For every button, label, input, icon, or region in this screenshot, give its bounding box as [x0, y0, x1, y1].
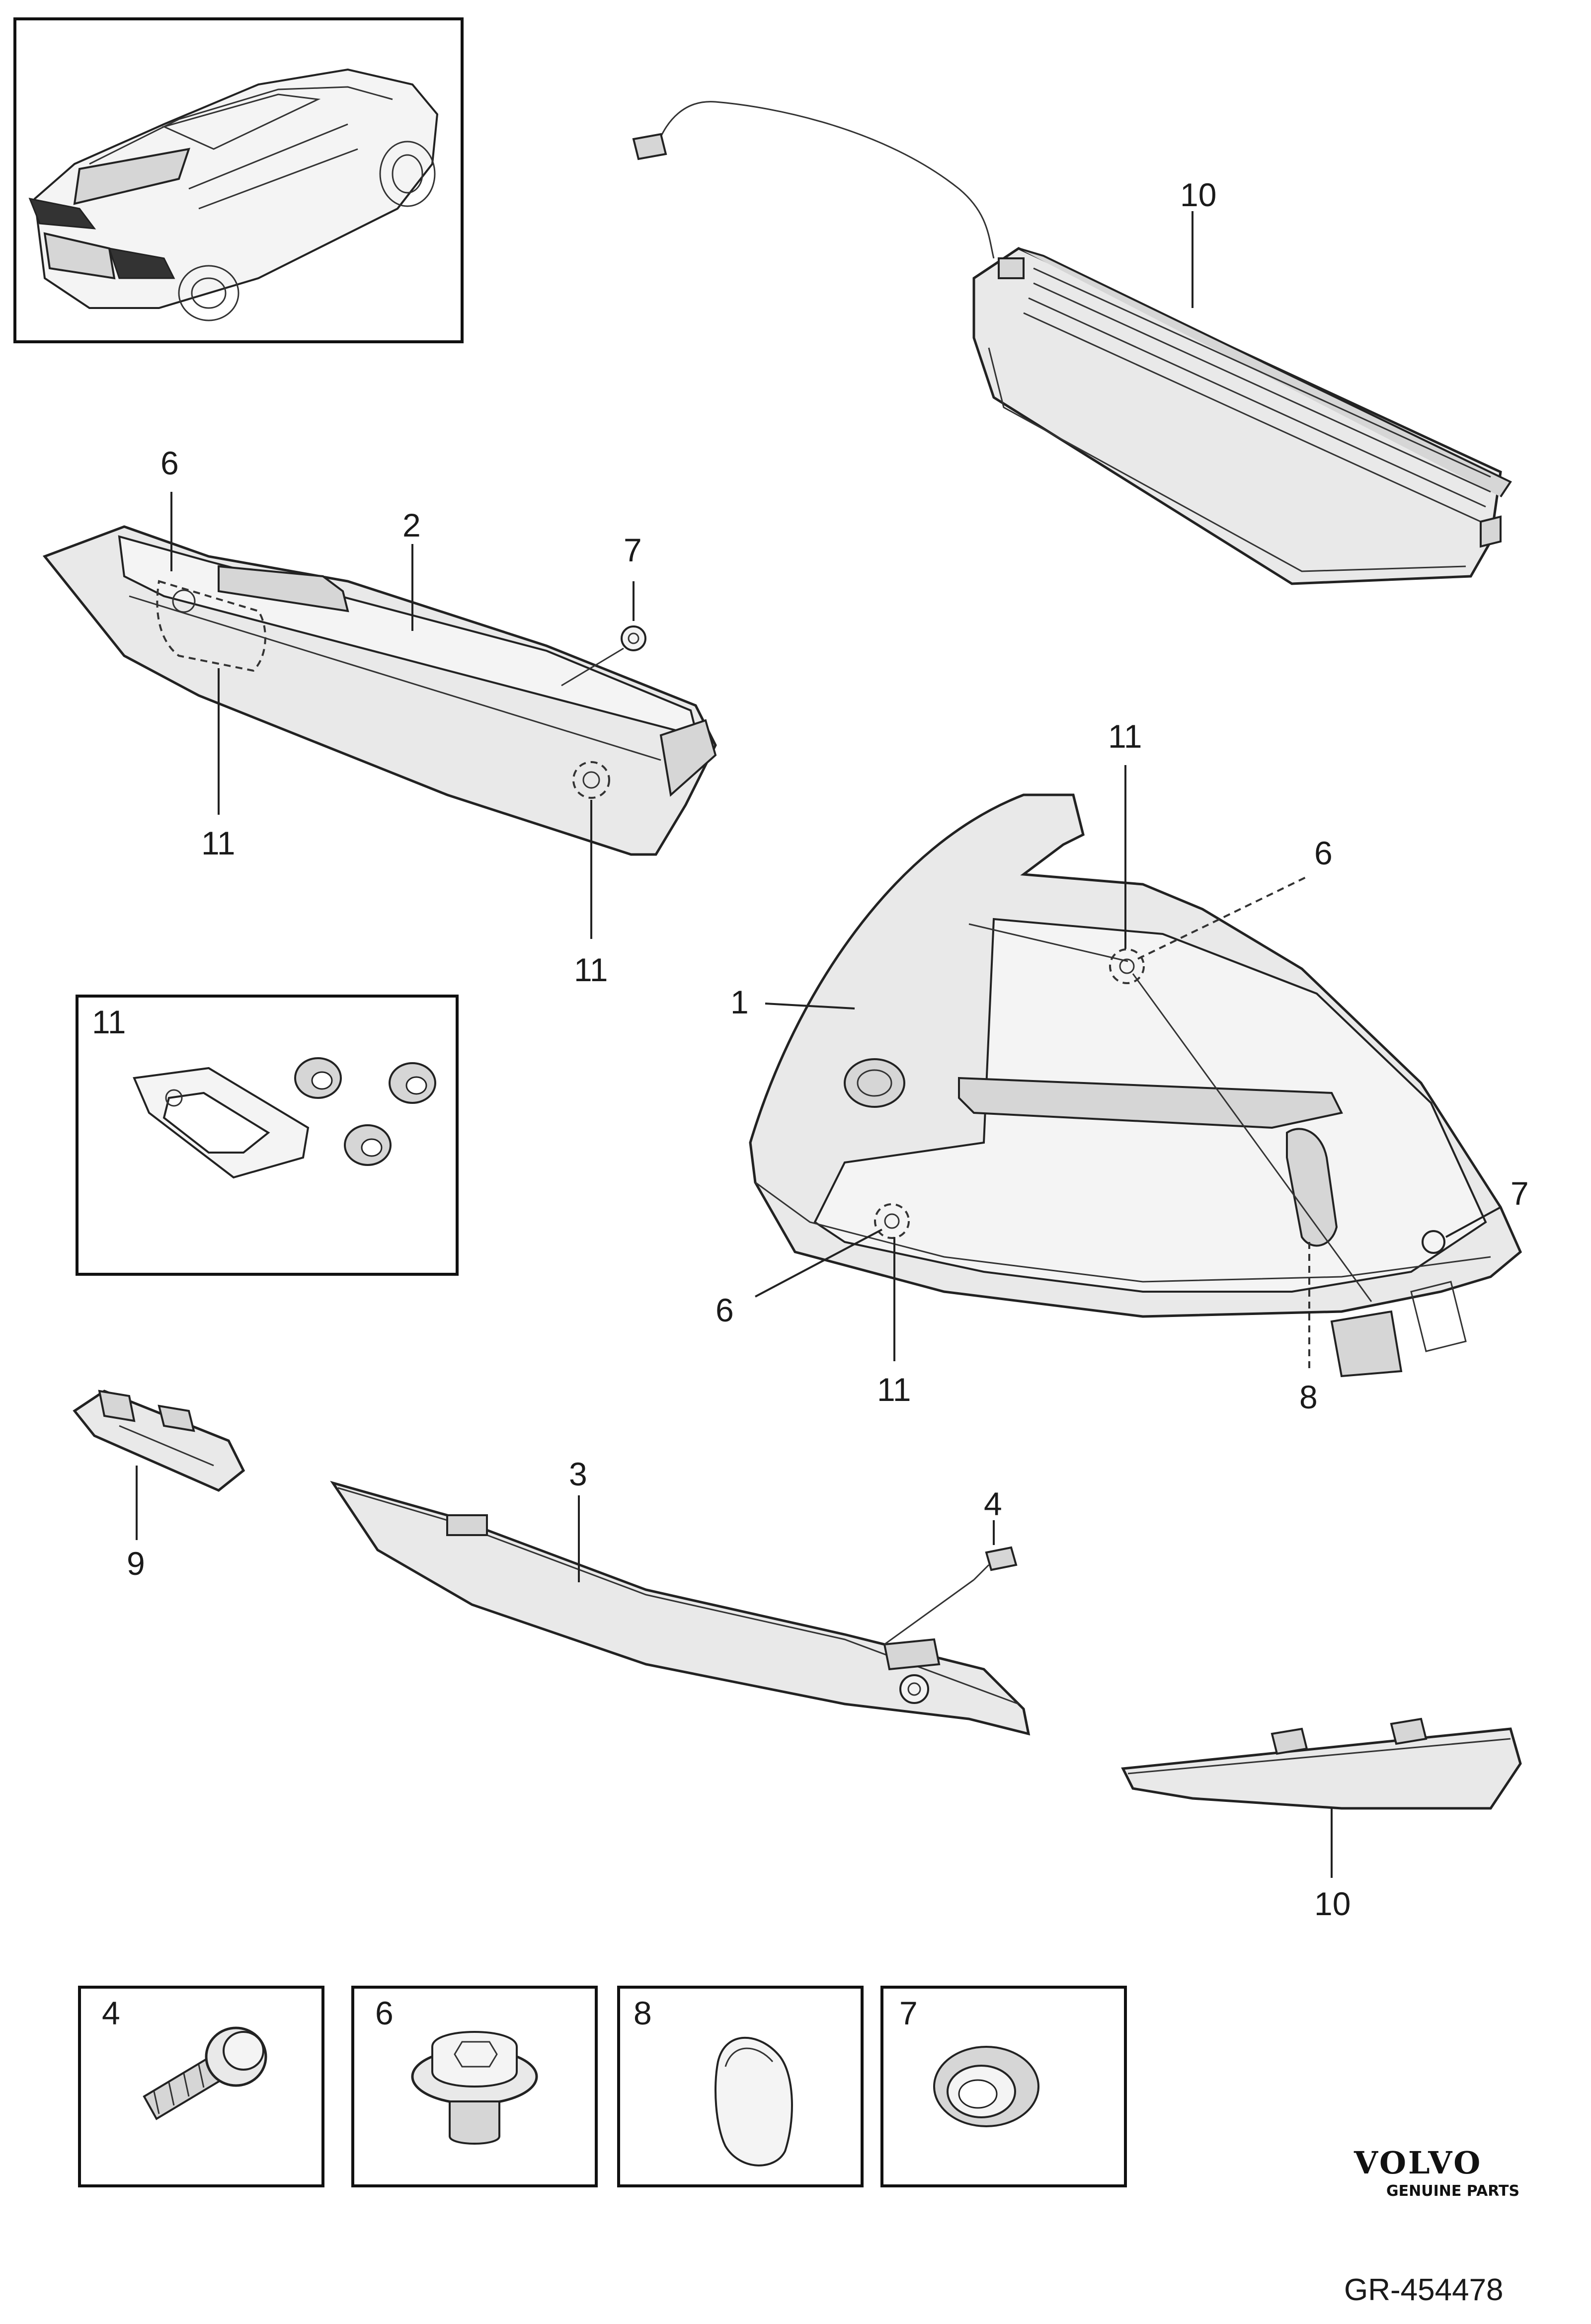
lamp-seal-marker: [572, 761, 610, 799]
screw-callout-4: [973, 1546, 1018, 1581]
callout-4: 4: [984, 1485, 1002, 1522]
callout-7-right: 7: [1511, 1175, 1529, 1212]
seal-ring-1: [294, 1057, 342, 1099]
callout-10-bottom: 10: [1314, 1885, 1351, 1922]
seal-ring-2: [389, 1062, 436, 1104]
seal-kit-label: 11: [92, 1004, 126, 1040]
callout-11-right-bottom: 11: [877, 1371, 911, 1408]
callout-8: 8: [1299, 1379, 1318, 1415]
seal-ring-3: [344, 1124, 392, 1166]
brand-subtitle: GENUINE PARTS: [1386, 2182, 1519, 2200]
callout-11-left-b: 11: [574, 951, 608, 988]
high-mount-brake-light: [632, 101, 1512, 585]
pad-detail-label: 8: [634, 1995, 652, 2031]
callout-6-right-top: 6: [1314, 835, 1333, 871]
callout-3: 3: [569, 1456, 587, 1492]
callout-10-top: 10: [1180, 176, 1216, 213]
lamp-seal-marker-lower: [874, 1203, 910, 1239]
tail-lamp-inner: [42, 525, 717, 856]
grommet-detail: [880, 1986, 1127, 2187]
callout-11-right-top: 11: [1108, 718, 1142, 755]
tail-lamp-outer: [749, 793, 1522, 1378]
screw-detail-label: 4: [102, 1995, 120, 2031]
car-illustration: [28, 68, 439, 321]
bolt-detail-label: 6: [375, 1995, 394, 2031]
side-reflector: [1121, 1717, 1522, 1810]
bolt-detail: [351, 1986, 598, 2187]
vehicle-locator-thumbnail: [13, 17, 464, 343]
brand-logo: VOLVO: [1353, 2145, 1482, 2181]
diagram-reference: GR-454478: [1344, 2273, 1504, 2307]
lamp-seal-marker-upper: [1109, 948, 1145, 984]
grommet-detail-label: 7: [899, 1995, 918, 2031]
callout-11-left-a: 11: [201, 825, 236, 861]
pad-detail: [617, 1986, 864, 2187]
grommet-small-top: [621, 625, 646, 651]
seal-kit-detail: [76, 995, 459, 1276]
callout-2: 2: [402, 507, 421, 543]
callout-6-right-bottom: 6: [716, 1292, 734, 1328]
callout-9: 9: [127, 1545, 145, 1582]
callout-6-left: 6: [160, 445, 179, 481]
rear-reflector-strip: [330, 1480, 1031, 1736]
license-plate-lamp: [73, 1390, 245, 1492]
callout-7-top: 7: [624, 532, 642, 568]
screw-detail: [78, 1986, 324, 2187]
callout-1: 1: [730, 984, 749, 1020]
